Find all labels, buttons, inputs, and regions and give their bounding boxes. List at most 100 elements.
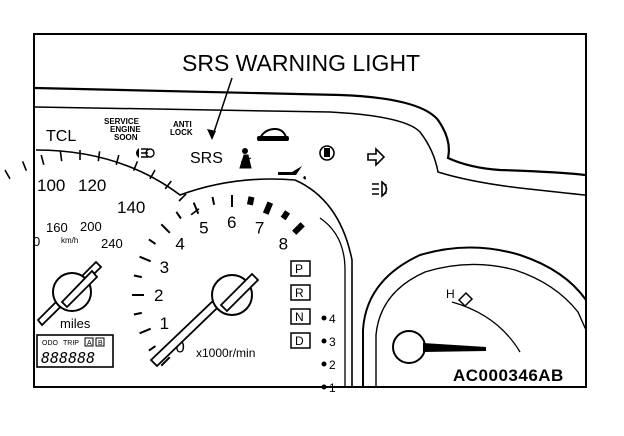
speedometer-tick <box>4 169 11 180</box>
tachometer-ticks <box>132 195 305 367</box>
callout-leader-line <box>211 77 233 139</box>
mph-tick-100: 100 <box>37 176 65 195</box>
odometer-digits: 888888 <box>41 349 95 367</box>
sub-gear-dot <box>321 384 327 390</box>
srs-warning-light-callout: SRS WARNING LIGHT <box>182 50 420 76</box>
sub-gear-label-2: 2 <box>329 358 336 372</box>
temp-gauge-bezel-outer <box>362 246 587 387</box>
gauge-bezel-inner <box>319 217 346 387</box>
tachometer-tick-7: 7 <box>255 219 264 238</box>
tachometer-tick-6: 6 <box>227 213 236 232</box>
tachometer-tick <box>139 327 152 335</box>
temp-needle <box>423 343 486 352</box>
tachometer-redline-tick <box>280 210 291 221</box>
gear-box-r <box>290 284 311 301</box>
trip-a-label: A <box>87 340 92 347</box>
tachometer-tick <box>133 274 142 279</box>
brake-warning-icon <box>319 145 335 161</box>
gear-label-p: P <box>295 262 303 276</box>
door-ajar-icon <box>257 127 289 141</box>
tachometer-redline-tick <box>262 201 274 215</box>
tachometer-tick <box>160 223 171 234</box>
speedometer-tick <box>115 154 120 166</box>
gauge-bezel-outline <box>35 149 353 387</box>
speedometer: 100 120 1 4 0 160 200 240 km/h 0 miles ODO… <box>4 150 200 368</box>
tachometer-redline-tick <box>246 196 255 206</box>
tcl-lamp-label: TCL <box>46 128 76 145</box>
tachometer-tick-4: 4 <box>175 234 184 253</box>
trip-label: TRIP <box>63 340 79 347</box>
miles-unit-label: miles <box>60 316 91 331</box>
mph-tick-120: 120 <box>78 176 106 195</box>
seatbelt-icon <box>239 148 252 169</box>
figure-id: AC000346AB <box>453 366 564 385</box>
service-lamp-label-line3: SOON <box>114 133 138 142</box>
tachometer-tick <box>192 202 200 215</box>
tachometer-tick <box>148 238 157 245</box>
sub-gear-label-1: 1 <box>329 381 336 395</box>
speedometer-tick <box>59 151 63 162</box>
gear-box-d <box>290 332 311 349</box>
tachometer-tick <box>148 345 157 352</box>
kmh-tick-200: 200 <box>80 219 102 234</box>
cluster-housing-top <box>34 86 586 177</box>
service-lamp-label-line1: SERVICE <box>104 117 140 126</box>
tachometer-tick <box>175 211 182 220</box>
temp-needle-hub <box>392 330 426 364</box>
tachometer-tick-2: 2 <box>154 286 163 305</box>
anti-lock-lamp-label-line2: LOCK <box>170 128 193 137</box>
temp-hot-label: H <box>446 287 455 301</box>
speedometer-tick <box>97 151 101 162</box>
sub-gear-dot <box>321 338 327 344</box>
callout-arrowhead <box>207 129 216 140</box>
kmh-tick-240: 240 <box>101 236 123 251</box>
speedometer-tick <box>132 161 139 172</box>
fog-light-icon <box>372 180 388 198</box>
figure-frame <box>33 33 587 388</box>
tachometer-redline-tick <box>292 222 305 235</box>
speedometer-tick <box>164 180 172 190</box>
tachometer-tick <box>211 196 216 205</box>
temp-hot-marker <box>457 291 474 308</box>
anti-lock-lamp-label-line1: ANTI <box>173 120 192 129</box>
temp-gauge-bezel-inner <box>375 263 587 387</box>
temperature-gauge: H <box>392 287 486 364</box>
tachometer-tick-3: 3 <box>160 258 169 277</box>
tachometer-needle <box>149 272 260 368</box>
gear-box-n <box>290 308 311 325</box>
speedometer-tick <box>40 154 45 166</box>
cluster-housing-inner <box>34 106 586 196</box>
kmh-tick-partial: 0 <box>33 234 40 249</box>
service-lamp-label-line2: ENGINE <box>110 125 141 134</box>
tachometer-tick <box>139 255 152 263</box>
odometer-display: ODO TRIP A B 888888 <box>36 334 114 368</box>
trip-b-label: B <box>98 340 103 347</box>
gear-label-r: R <box>295 286 304 300</box>
sub-gear-label-3: 3 <box>329 335 336 349</box>
tachometer-tick-0: 0 <box>175 338 184 357</box>
sub-gear-dot <box>321 361 327 367</box>
speedometer-tick <box>178 193 187 202</box>
speedometer-tick <box>149 169 156 180</box>
tachometer-tick-5: 5 <box>199 219 208 238</box>
odo-label: ODO <box>42 340 59 347</box>
oil-pressure-icon <box>278 166 306 180</box>
kmh-unit-label: km/h <box>61 236 78 245</box>
sub-gear-label-4: 4 <box>329 312 336 326</box>
tachometer-tick-1: 1 <box>160 314 169 333</box>
tachometer-tick <box>160 356 171 367</box>
temp-gauge-arc <box>451 301 521 353</box>
gear-label-d: D <box>295 334 304 348</box>
sub-gear-dot <box>321 315 327 321</box>
tachometer-unit-label: x1000r/min <box>196 346 255 360</box>
gear-label-n: N <box>295 310 304 324</box>
speedometer-tick <box>21 161 28 172</box>
headlight-icon <box>136 148 155 158</box>
gear-box-p <box>290 260 311 277</box>
srs-lamp-label: SRS <box>190 150 223 167</box>
kmh-tick-160: 160 <box>46 220 68 235</box>
